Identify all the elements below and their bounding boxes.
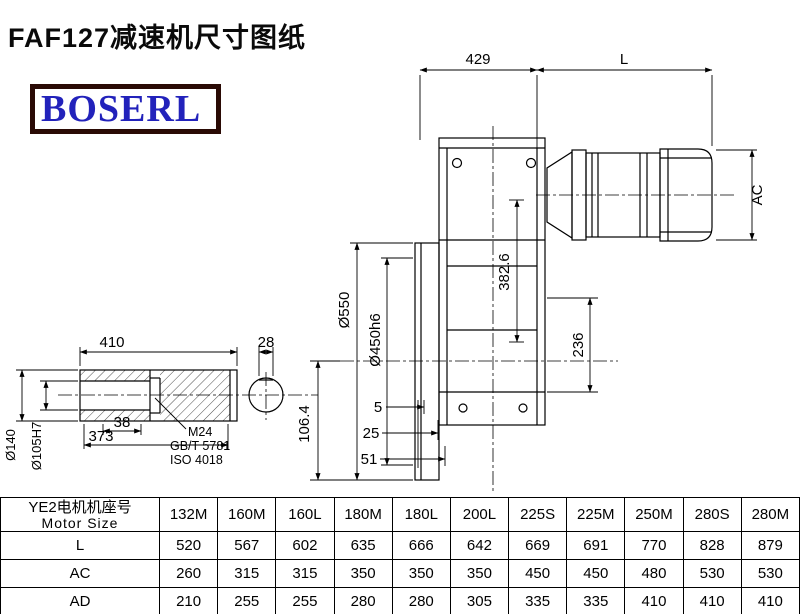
column-header-180L: 180L bbox=[391, 497, 451, 532]
boserl-logo: BOSERL bbox=[30, 84, 221, 134]
row-label-AD: AD bbox=[0, 587, 160, 614]
table-cell: 666 bbox=[391, 531, 451, 560]
dim-51-label: 51 bbox=[361, 451, 378, 468]
column-header-280M: 280M bbox=[740, 497, 800, 532]
dimension-lines bbox=[16, 67, 757, 481]
column-header-200L: 200L bbox=[449, 497, 510, 532]
table-cell: 450 bbox=[508, 559, 568, 588]
table-cell: 530 bbox=[740, 559, 800, 588]
column-header-180M: 180M bbox=[333, 497, 393, 532]
dim-382-label: 382.6 bbox=[496, 253, 513, 291]
page-title: FAF127减速机尺寸图纸 bbox=[8, 23, 307, 53]
table-cell: 335 bbox=[566, 587, 626, 614]
shaft-cross-section bbox=[248, 377, 284, 413]
table-cell: 280 bbox=[391, 587, 451, 614]
dim-236-label: 236 bbox=[570, 332, 587, 357]
table-cell: 520 bbox=[158, 531, 219, 560]
dim-5-label: 5 bbox=[374, 399, 382, 416]
dimension-labels: 429 L AC Ø550 Ø450h6 382.6 236 106.4 5 2… bbox=[3, 51, 766, 470]
column-header-160M: 160M bbox=[217, 497, 277, 532]
table-cell: 350 bbox=[449, 559, 510, 588]
motor-size-header-cn: YE2电机机座号 bbox=[28, 498, 132, 516]
table-cell: 669 bbox=[508, 531, 568, 560]
table-cell: 335 bbox=[508, 587, 568, 614]
column-header-250M: 250M bbox=[624, 497, 684, 532]
table-cell: 210 bbox=[158, 587, 219, 614]
table-cell: 635 bbox=[333, 531, 393, 560]
dim-28-label: 28 bbox=[258, 334, 275, 351]
dim-106-label: 106.4 bbox=[296, 405, 313, 443]
row-label-L: L bbox=[0, 531, 160, 560]
thread-spec-label: M24 bbox=[188, 425, 212, 439]
dim-L-label: L bbox=[620, 51, 628, 68]
table-cell: 480 bbox=[624, 559, 684, 588]
column-header-225S: 225S bbox=[508, 497, 568, 532]
table-cell: 567 bbox=[217, 531, 277, 560]
table-cell: 280 bbox=[333, 587, 393, 614]
column-header-280S: 280S bbox=[682, 497, 742, 532]
column-header-160L: 160L bbox=[275, 497, 335, 532]
row-label-AC: AC bbox=[0, 559, 160, 588]
table-cell: 450 bbox=[566, 559, 626, 588]
shaft-detail bbox=[79, 369, 238, 422]
table-cell: 770 bbox=[624, 531, 684, 560]
dim-flange-dia-label: Ø550 bbox=[336, 292, 353, 329]
table-cell: 691 bbox=[566, 531, 626, 560]
table-cell: 642 bbox=[449, 531, 510, 560]
table-cell: 879 bbox=[740, 531, 800, 560]
dim-25-label: 25 bbox=[363, 425, 380, 442]
table-cell: 350 bbox=[391, 559, 451, 588]
dim-spigot-dia-label: Ø450h6 bbox=[367, 313, 384, 366]
dim-38-label: 38 bbox=[114, 414, 131, 431]
dim-373-label: 373 bbox=[88, 428, 113, 445]
dim-429-label: 429 bbox=[465, 51, 490, 68]
table-cell: 305 bbox=[449, 587, 510, 614]
table-cell: 410 bbox=[682, 587, 742, 614]
motor-size-header-en: Motor Size bbox=[41, 514, 119, 531]
column-header-132M: 132M bbox=[158, 497, 219, 532]
table-cell: 260 bbox=[158, 559, 219, 588]
dim-410-label: 410 bbox=[99, 334, 124, 351]
dim-bore-dia-label: Ø105H7 bbox=[29, 422, 44, 470]
center-lines bbox=[58, 126, 734, 492]
table-cell: 315 bbox=[275, 559, 335, 588]
dim-outer-dia-label: Ø140 bbox=[3, 429, 18, 461]
table-cell: 602 bbox=[275, 531, 335, 560]
logo-text: BOSERL bbox=[41, 88, 202, 130]
column-header-225M: 225M bbox=[566, 497, 626, 532]
gearbox-outline bbox=[414, 137, 546, 481]
table-cell: 350 bbox=[333, 559, 393, 588]
standard-iso-label: ISO 4018 bbox=[170, 453, 223, 467]
dim-AC-label: AC bbox=[749, 184, 766, 205]
motor-outline bbox=[546, 148, 713, 242]
table-cell: 410 bbox=[624, 587, 684, 614]
standard-gb-label: GB/T 5781 bbox=[170, 439, 230, 453]
dimension-drawing: 429 L AC Ø550 Ø450h6 382.6 236 106.4 5 2… bbox=[3, 51, 766, 492]
table-cell: 828 bbox=[682, 531, 742, 560]
table-cell: 315 bbox=[217, 559, 277, 588]
table-cell: 410 bbox=[740, 587, 800, 614]
table-header-motor-size: YE2电机机座号 Motor Size bbox=[0, 497, 160, 532]
table-cell: 255 bbox=[217, 587, 277, 614]
table-cell: 530 bbox=[682, 559, 742, 588]
table-cell: 255 bbox=[275, 587, 335, 614]
